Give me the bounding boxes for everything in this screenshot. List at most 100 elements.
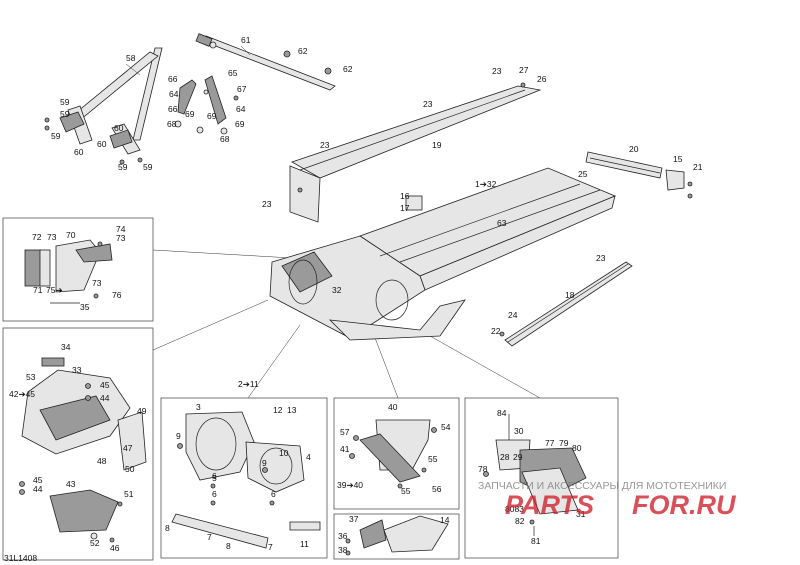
watermark-brand-left: PARTS bbox=[505, 490, 594, 520]
part-label-l73a: 73 bbox=[47, 232, 57, 242]
part-label-l11: 11 bbox=[300, 539, 309, 549]
part-label-l67: 67 bbox=[237, 84, 247, 94]
part-label-l8b: 8 bbox=[226, 541, 231, 551]
part-label-l72: 72 bbox=[32, 232, 42, 242]
part-label-l29: 29 bbox=[513, 452, 523, 462]
part-label-l25: 25 bbox=[578, 169, 588, 179]
detail-box-steering-support bbox=[2, 327, 154, 561]
part-label-l69c: 69 bbox=[235, 119, 245, 129]
part-label-l56: 56 bbox=[432, 484, 442, 494]
part-label-l23e: 23 bbox=[596, 253, 606, 263]
part-label-l47: 47 bbox=[123, 443, 133, 453]
part-label-l32: 32 bbox=[332, 285, 342, 295]
part-label-l69a: 69 bbox=[185, 109, 195, 119]
part-label-l60c: 60 bbox=[97, 139, 107, 149]
part-label-l73b: 73 bbox=[116, 233, 126, 243]
part-label-l34: 34 bbox=[61, 342, 71, 352]
part-label-l30: 30 bbox=[514, 426, 524, 436]
part-label-l21: 21 bbox=[693, 162, 703, 172]
part-label-l7a: 7 bbox=[207, 532, 212, 542]
part-label-l71: 71 bbox=[33, 285, 43, 295]
part-label-l80_83: 8083 bbox=[505, 504, 524, 514]
part-label-l10: 10 bbox=[279, 448, 289, 458]
part-label-l44a: 44 bbox=[100, 393, 110, 403]
part-label-l59c: 59 bbox=[51, 131, 61, 141]
part-label-l55a: 55 bbox=[428, 454, 438, 464]
part-label-l55b: 55 bbox=[401, 486, 411, 496]
main-chassis bbox=[269, 167, 617, 341]
part-label-l62b: 62 bbox=[343, 64, 353, 74]
diagram-code: 31L1408 bbox=[4, 553, 37, 563]
part-label-l5: 5 bbox=[212, 473, 217, 483]
running-board bbox=[499, 261, 633, 347]
part-label-l59a: 59 bbox=[60, 97, 70, 107]
steering-brackets bbox=[174, 75, 239, 135]
part-label-l9b: 9 bbox=[262, 458, 267, 468]
part-label-l59e: 59 bbox=[143, 162, 153, 172]
shock-mount-parts bbox=[483, 414, 587, 536]
part-label-l80: 80 bbox=[572, 443, 582, 453]
part-label-l23a: 23 bbox=[492, 66, 502, 76]
part-label-l75: 75➔ bbox=[46, 285, 63, 295]
part-label-l61: 61 bbox=[241, 35, 251, 45]
part-label-l13: 13 bbox=[287, 405, 297, 415]
part-label-l66b: 66 bbox=[168, 104, 178, 114]
part-label-l52: 52 bbox=[90, 538, 100, 548]
part-label-l38: 38 bbox=[338, 545, 348, 555]
detail-box-upper-column bbox=[333, 397, 460, 510]
watermark: ЗАПЧАСТИ И АКСЕССУАРЫ ДЛЯ МОТОТЕХНИКИ PA… bbox=[478, 480, 737, 520]
watermark-caption: ЗАПЧАСТИ И АКСЕССУАРЫ ДЛЯ МОТОТЕХНИКИ bbox=[478, 480, 726, 492]
part-label-l73c: 73 bbox=[92, 278, 102, 288]
part-label-l19: 19 bbox=[432, 140, 442, 150]
upper-column-parts bbox=[349, 419, 437, 489]
part-label-l62a: 62 bbox=[298, 46, 308, 56]
detail-box-shock-mount bbox=[464, 397, 619, 559]
part-label-l49: 49 bbox=[137, 406, 147, 416]
part-label-l54: 54 bbox=[441, 422, 451, 432]
part-label-l41: 41 bbox=[340, 444, 350, 454]
part-label-l57: 57 bbox=[340, 427, 350, 437]
part-label-l6a: 6 bbox=[212, 471, 217, 481]
detail-box-rear-bracket bbox=[2, 217, 154, 322]
part-label-l39_40: 39➔40 bbox=[337, 480, 363, 490]
part-label-l51: 51 bbox=[124, 489, 134, 499]
part-label-l37: 37 bbox=[349, 514, 359, 524]
part-label-l6c: 6 bbox=[271, 489, 276, 499]
tunnel-cover bbox=[289, 82, 542, 223]
part-label-l48: 48 bbox=[97, 456, 107, 466]
part-label-l14: 14 bbox=[440, 515, 450, 525]
steering-shaft bbox=[195, 33, 336, 91]
part-label-l69b: 69 bbox=[207, 111, 217, 121]
part-label-l45a: 45 bbox=[100, 380, 110, 390]
part-label-l50: 50 bbox=[125, 464, 135, 474]
part-label-l31: 31 bbox=[576, 509, 586, 519]
part-label-l64a: 64 bbox=[169, 89, 179, 99]
part-label-l33: 33 bbox=[72, 365, 82, 375]
detail-box-skid-plate bbox=[333, 513, 460, 560]
part-label-l8a: 8 bbox=[165, 523, 170, 533]
part-label-l9a: 9 bbox=[176, 431, 181, 441]
rear-bracket-parts bbox=[24, 239, 113, 304]
part-label-l2_11: 2➔11 bbox=[238, 379, 259, 389]
part-label-l78: 78 bbox=[478, 464, 488, 474]
part-label-l23c: 23 bbox=[320, 140, 330, 150]
part-label-l53: 53 bbox=[26, 372, 36, 382]
part-label-l64b: 64 bbox=[236, 104, 246, 114]
part-label-l45b: 45 bbox=[33, 475, 43, 485]
front-frame-parts bbox=[171, 411, 321, 549]
part-label-l40a: 40 bbox=[388, 402, 398, 412]
part-label-l16: 16 bbox=[400, 191, 410, 201]
part-label-l66: 66 bbox=[168, 74, 178, 84]
part-label-l17: 17 bbox=[400, 203, 410, 213]
part-label-l84: 84 bbox=[497, 408, 507, 418]
part-label-l59b: 59 bbox=[60, 109, 70, 119]
part-label-l79: 79 bbox=[559, 438, 569, 448]
part-label-l42_45: 42➔45 bbox=[9, 389, 35, 399]
part-label-l6b: 6 bbox=[212, 489, 217, 499]
steering-support-frame bbox=[44, 47, 163, 165]
rear-rail-20 bbox=[585, 151, 693, 199]
part-label-l60b: 60 bbox=[74, 147, 84, 157]
part-label-l68b: 68 bbox=[220, 134, 230, 144]
